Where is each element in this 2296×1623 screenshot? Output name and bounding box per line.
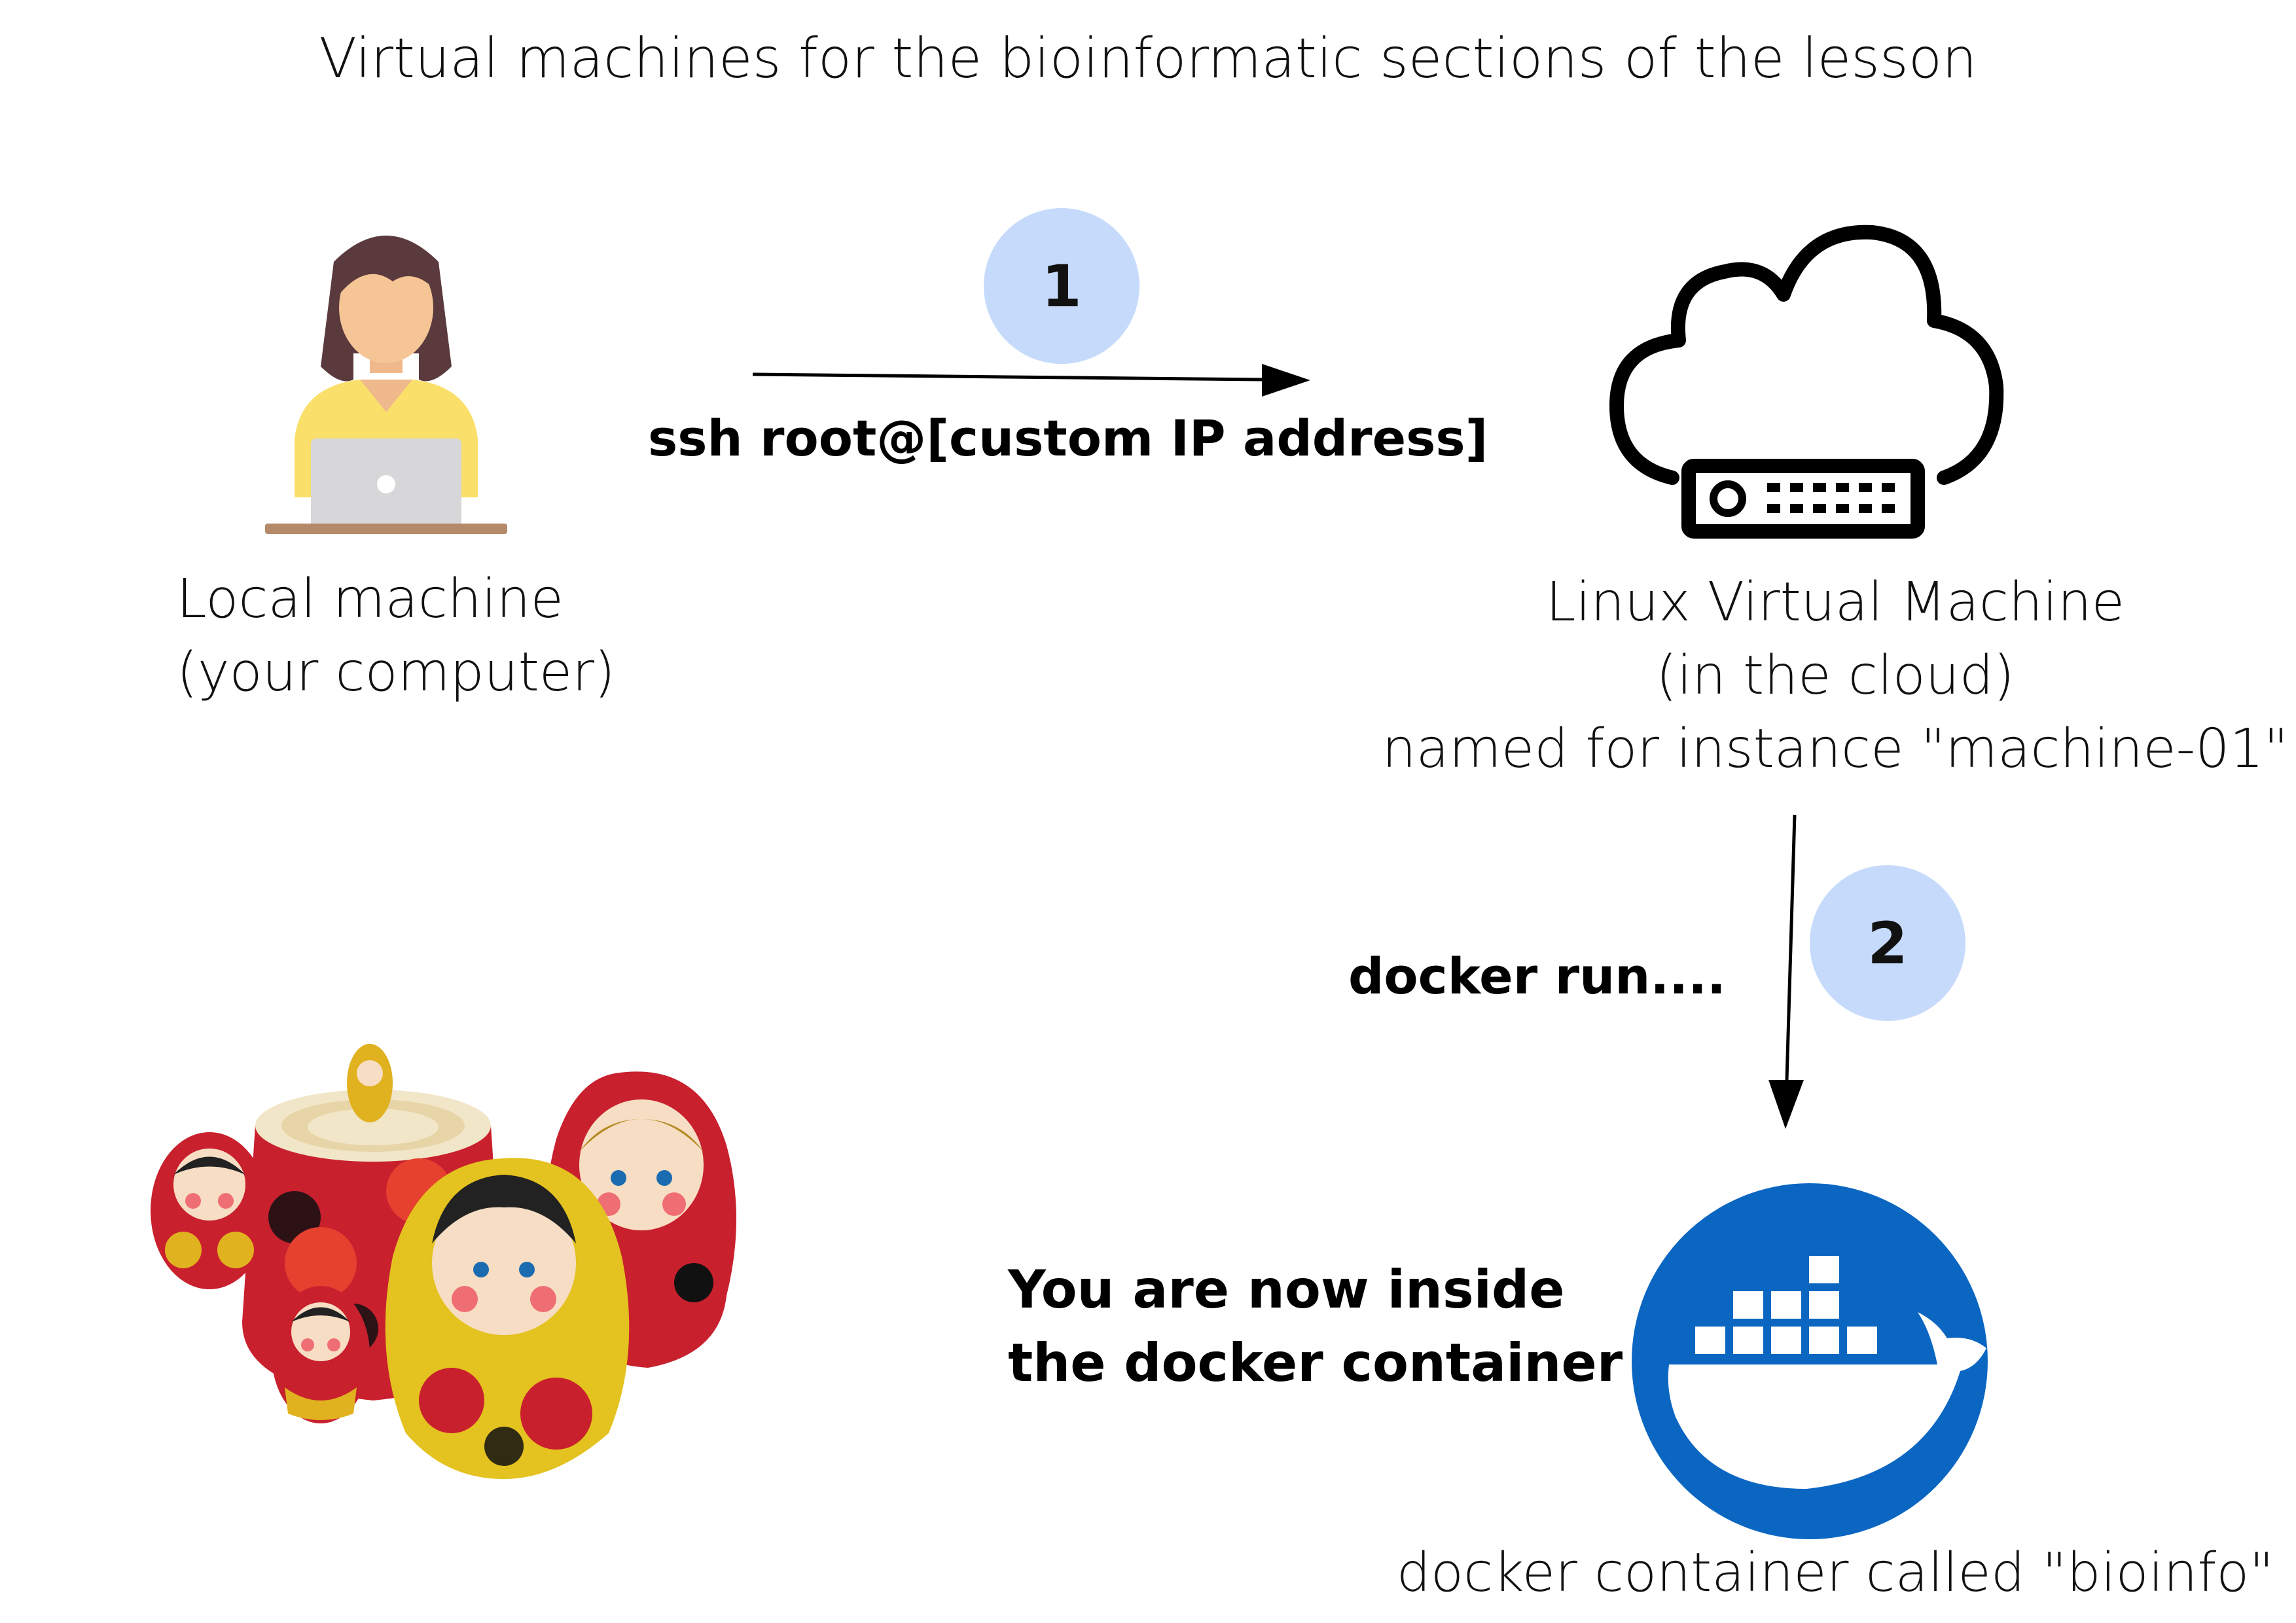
- container-caption: docker container called "bioinfo": [1396, 1542, 2274, 1604]
- step-1-badge: 1: [984, 208, 1139, 364]
- step-2-badge: 2: [1810, 865, 1965, 1021]
- vm-line1: Linux Virtual Machine: [1545, 571, 2125, 633]
- cloud-server-icon: [1609, 224, 2004, 539]
- docker-run-command: docker run....: [1348, 947, 1726, 1005]
- diagram-title: Virtual machines for the bioinformatic s…: [319, 26, 1977, 90]
- inside-note-line2: the docker container: [1008, 1332, 1623, 1393]
- vm-label: Linux Virtual Machine (in the cloud) nam…: [1374, 566, 2296, 786]
- matryoshka-dolls-icon: [151, 1044, 736, 1479]
- ssh-command: ssh root@[custom IP address]: [648, 409, 1488, 467]
- local-machine-line1: Local machine: [177, 568, 564, 630]
- local-machine-label: Local machine (your computer): [177, 563, 615, 709]
- vm-line2: (in the cloud): [1656, 645, 2015, 707]
- inside-container-note: You are now inside the docker container: [1008, 1253, 1623, 1400]
- inside-note-line1: You are now inside: [1008, 1259, 1565, 1320]
- person-at-laptop-icon: [265, 236, 507, 534]
- vm-line3: named for instance "machine-01": [1382, 718, 2289, 780]
- local-machine-line2: (your computer): [177, 641, 615, 704]
- docker-whale-icon: [1632, 1183, 1988, 1539]
